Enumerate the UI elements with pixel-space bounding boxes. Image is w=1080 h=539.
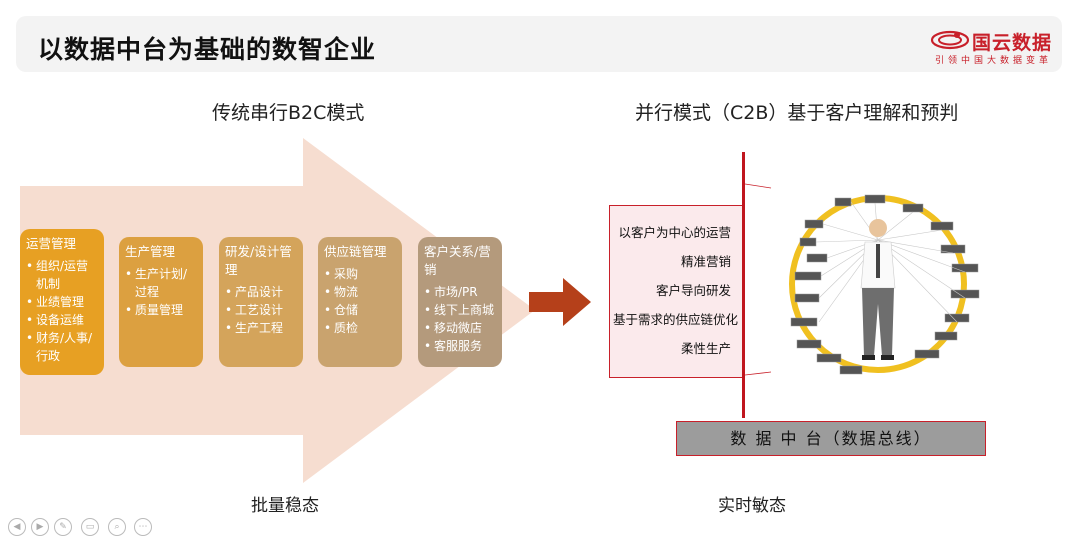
box-production: 生产管理 生产计划/过程 质量管理	[119, 237, 203, 367]
logo-tagline: 引领中国大数据变革	[935, 56, 1053, 66]
customer-360-diagram	[745, 183, 980, 376]
right-heading: 并行模式（C2B）基于客户理解和预判	[635, 102, 959, 124]
left-heading: 传统串行B2C模式	[212, 102, 365, 124]
pen-icon[interactable]: ✎	[54, 518, 72, 536]
list-item: 客服服务	[424, 337, 496, 355]
list-item: 组织/运营机制	[26, 257, 98, 293]
list-item: 采购	[324, 265, 396, 283]
box-title: 供应链管理	[324, 244, 387, 259]
next-icon[interactable]: ▶	[31, 518, 49, 536]
capability-item: 精准营销	[680, 254, 731, 269]
capability-item: 柔性生产	[680, 341, 731, 356]
right-footer: 实时敏态	[718, 496, 786, 516]
list-item: 物流	[324, 283, 396, 301]
prev-icon[interactable]: ◀	[8, 518, 26, 536]
capability-item: 基于需求的供应链优化	[613, 312, 739, 327]
divider-bar	[742, 152, 745, 418]
slide-title: 以数据中台为基础的数智企业	[38, 35, 377, 64]
list-item: 产品设计	[225, 283, 297, 301]
list-item: 工艺设计	[225, 301, 297, 319]
list-item: 线下上商城	[424, 301, 496, 319]
left-footer: 批量稳态	[251, 496, 319, 516]
box-supply-chain: 供应链管理 采购 物流 仓储 质检	[318, 237, 402, 367]
logo-name: 国云数据	[972, 32, 1053, 54]
list-item: 质量管理	[125, 301, 197, 319]
box-title: 运营管理	[26, 236, 77, 251]
box-operations: 运营管理 组织/运营机制 业绩管理 设备运维 财务/人事/行政	[20, 229, 104, 375]
box-rnd: 研发/设计管理 产品设计 工艺设计 生产工程	[219, 237, 303, 367]
list-item: 移动微店	[424, 319, 496, 337]
data-middle-platform-bar: 数 据 中 台（数据总线）	[676, 421, 986, 456]
capability-item: 客户导向研发	[655, 283, 731, 298]
box-crm: 客户关系/营销 市场/PR 线下上商城 移动微店 客服服务	[418, 237, 502, 367]
box-title: 生产管理	[125, 244, 176, 259]
list-item: 市场/PR	[424, 283, 496, 301]
capability-panel	[609, 205, 744, 378]
transition-arrow-icon	[529, 278, 591, 326]
capability-item: 以客户为中心的运营	[618, 225, 731, 240]
list-item: 生产工程	[225, 319, 297, 337]
list-item: 业绩管理	[26, 293, 98, 311]
list-item: 设备运维	[26, 311, 98, 329]
box-title: 客户关系/营销	[424, 244, 491, 277]
logo-icon	[930, 30, 970, 50]
list-item: 质检	[324, 319, 396, 337]
box-title: 研发/设计管理	[225, 244, 292, 277]
more-icon[interactable]: ⋯	[134, 518, 152, 536]
list-item: 生产计划/过程	[125, 265, 197, 301]
header-bar	[16, 16, 1062, 72]
list-item: 财务/人事/行政	[26, 329, 98, 365]
zoom-icon[interactable]: ⌕	[108, 518, 126, 536]
screens-icon[interactable]: ▭	[81, 518, 99, 536]
list-item: 仓储	[324, 301, 396, 319]
